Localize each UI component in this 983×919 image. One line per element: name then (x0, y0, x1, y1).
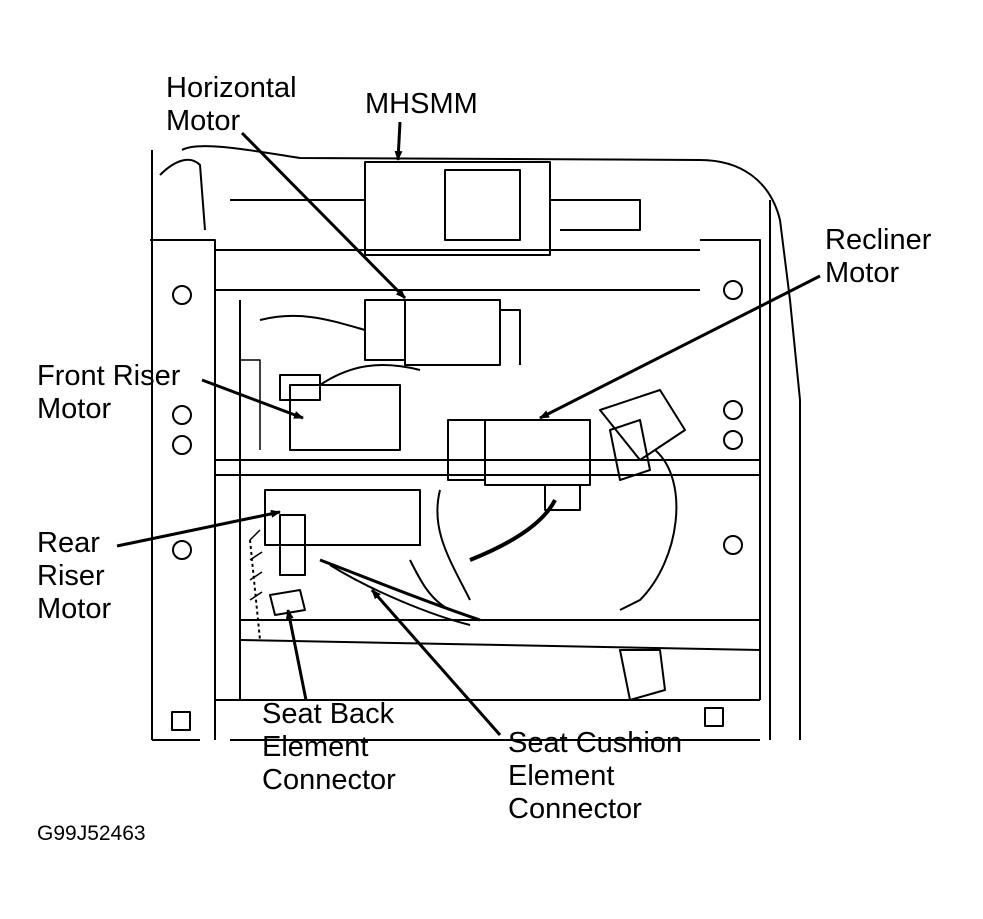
recliner-motor (447, 389, 686, 611)
horizontal-motor-label: Horizontal Motor (166, 72, 297, 138)
label-line: Horizontal (166, 72, 297, 104)
front-riser-motor (279, 364, 421, 451)
label-line: Element (262, 731, 369, 763)
wiring-harness (240, 359, 666, 701)
label-line: Element (508, 760, 615, 792)
recliner-motor-label: Recliner Motor (825, 224, 931, 290)
rear-riser-motor-label: Rear Riser Motor (37, 527, 111, 626)
label-line: Motor (37, 393, 112, 425)
seat-cushion-connector-label: Seat Cushion Element Connector (508, 727, 682, 826)
label-line: Front Riser (37, 360, 181, 392)
recliner-motor-leader-arrow (539, 274, 821, 420)
seat-back-connector-label: Seat Back Element Connector (262, 698, 396, 797)
label-line: MHSMM (365, 88, 478, 120)
label-line: Rear (37, 527, 100, 559)
label-line: Connector (262, 764, 396, 796)
mhsmm-label: MHSMM (365, 88, 478, 121)
front-riser-motor-label: Front Riser Motor (37, 360, 180, 426)
mhsmm-leader-arrow (394, 121, 403, 161)
mhsmm-module (230, 161, 641, 256)
label-line: Recliner (825, 224, 932, 256)
rear-riser-motor-leader-arrow (116, 509, 281, 548)
seat-back-connector-leader-arrow (285, 609, 308, 701)
label-line: Motor (37, 593, 112, 625)
front-riser-motor-leader-arrow (201, 378, 304, 420)
figure-code: G99J52463 (37, 822, 146, 845)
horizontal-motor (259, 299, 521, 366)
label-line: Seat Back (262, 698, 395, 730)
seat-cushion-connector-leader-arrow (370, 589, 502, 736)
label-line: Connector (508, 793, 642, 825)
label-line: Seat Cushion (508, 727, 683, 759)
label-line: Riser (37, 560, 105, 592)
horizontal-motor-leader-arrow (240, 131, 407, 300)
seat-frame (150, 145, 801, 741)
rear-riser-motor (264, 489, 421, 576)
label-line: Motor (166, 105, 241, 137)
label-line: Motor (825, 257, 900, 289)
